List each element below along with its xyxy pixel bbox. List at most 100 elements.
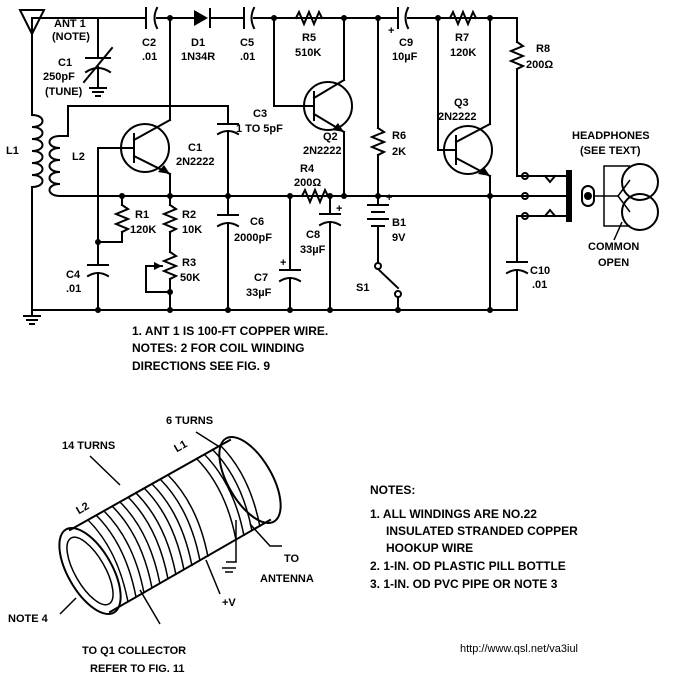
notes-item-1b: INSULATED STRANDED COPPER <box>386 524 578 538</box>
r3-value: 50K <box>180 272 200 284</box>
q1-label: C1 <box>188 142 202 154</box>
c2-capacitor <box>145 6 159 30</box>
to-antenna-label-2: ANTENNA <box>260 573 314 585</box>
q2-label: Q2 <box>323 131 338 143</box>
c7-capacitor: + <box>278 195 302 311</box>
c6-label: C6 <box>250 216 264 228</box>
q3-value: 2N2222 <box>438 111 477 123</box>
junction-dot <box>435 15 441 21</box>
junction-dot <box>487 307 493 313</box>
ant1-note: (NOTE) <box>52 31 90 43</box>
c10-label: C10 <box>530 265 550 277</box>
c9-value: 10µF <box>392 51 418 63</box>
l2-turns-label: 14 TURNS <box>62 440 115 452</box>
c4-value: .01 <box>66 283 81 295</box>
c1-value: 250pF <box>43 71 75 83</box>
r5-resistor <box>294 9 324 27</box>
jack-common-label: COMMON <box>588 241 639 253</box>
junction-dot <box>95 307 101 313</box>
b1-label: B1 <box>392 217 406 229</box>
plus-v-label: +V <box>222 597 236 609</box>
schematic-note-2: NOTES: 2 FOR COIL WINDING <box>132 341 304 355</box>
r4-value: 200Ω <box>294 177 321 189</box>
c5-capacitor <box>243 6 256 30</box>
notes-title: NOTES: <box>370 483 415 497</box>
c3-value: 1 TO 5pF <box>236 123 283 135</box>
c7-label: C7 <box>254 272 268 284</box>
r8-resistor <box>508 17 567 177</box>
r7-value: 120K <box>450 47 476 59</box>
c2-label: C2 <box>142 37 156 49</box>
c2-value: .01 <box>142 51 157 63</box>
svg-text:+: + <box>280 257 286 269</box>
r1-resistor <box>97 195 131 243</box>
r4-label: R4 <box>300 163 315 175</box>
d1-diode <box>194 8 211 28</box>
d1-label: D1 <box>191 37 205 49</box>
svg-text:+: + <box>336 203 342 215</box>
s1-label: S1 <box>356 282 369 294</box>
notes-item-1c: HOOKUP WIRE <box>386 541 473 555</box>
c5-label: C5 <box>240 37 254 49</box>
q1-transistor <box>97 118 172 176</box>
b1-value: 9V <box>392 232 406 244</box>
r2-label: R2 <box>182 209 196 221</box>
junction-dot <box>119 193 125 199</box>
r6-label: R6 <box>392 130 406 142</box>
junction-dot <box>167 307 173 313</box>
c1-label: C1 <box>58 57 72 69</box>
notes-item-2: 2. 1-IN. OD PLASTIC PILL BOTTLE <box>370 559 566 573</box>
refer-label: REFER TO FIG. 11 <box>90 663 185 675</box>
note4-label: NOTE 4 <box>8 613 49 625</box>
c10-capacitor <box>505 215 567 311</box>
junction-dot <box>487 15 493 21</box>
c8-value: 33µF <box>300 244 326 256</box>
junction-dot <box>487 193 493 199</box>
junction-dot <box>375 15 381 21</box>
antenna-symbol <box>18 9 46 116</box>
c3-capacitor <box>216 105 240 216</box>
r2-value: 10K <box>182 224 202 236</box>
coil-l1-label: L1 <box>172 438 189 455</box>
schematic-note-1: 1. ANT 1 IS 100-FT COPPER WIRE. <box>132 324 328 338</box>
coil-form-drawing <box>58 431 282 625</box>
junction-dot <box>395 307 401 313</box>
junction-dot <box>327 307 333 313</box>
headphones-label: HEADPHONES <box>572 130 650 142</box>
q2-value: 2N2222 <box>303 145 342 157</box>
source-url: http://www.qsl.net/va3iul <box>460 643 578 655</box>
junction-dot <box>95 239 101 245</box>
c1-variable-capacitor <box>82 17 114 97</box>
c6-value: 2000pF <box>234 232 272 244</box>
r3-potentiometer <box>145 250 179 311</box>
svg-text:+: + <box>388 25 394 37</box>
junction-dot <box>167 15 173 21</box>
r7-label: R7 <box>455 32 469 44</box>
junction-dot <box>271 15 277 21</box>
r6-resistor <box>369 17 387 197</box>
junction-dot <box>341 193 347 199</box>
l2-label: L2 <box>72 151 85 163</box>
ground-rail <box>23 309 518 325</box>
svg-text:+: + <box>386 192 392 204</box>
c9-capacitor: + <box>388 6 410 37</box>
b1-battery: + <box>367 192 392 263</box>
c5-value: .01 <box>240 51 255 63</box>
junction-dot <box>341 15 347 21</box>
c7-value: 33µF <box>246 287 272 299</box>
q3-label: Q3 <box>454 97 469 109</box>
headphones-icon <box>581 163 659 231</box>
r1-label: R1 <box>135 209 149 221</box>
notes-item-1: 1. ALL WINDINGS ARE NO.22 <box>370 507 537 521</box>
coil-l2-label: L2 <box>74 500 91 517</box>
c8-capacitor: + <box>318 195 342 311</box>
c8-label: C8 <box>306 229 320 241</box>
r3-label: R3 <box>182 257 196 269</box>
q1-value: 2N2222 <box>176 156 215 168</box>
schematic-note-3: DIRECTIONS SEE FIG. 9 <box>132 359 270 373</box>
junction-dot <box>225 307 231 313</box>
headphones-note: (SEE TEXT) <box>580 145 641 157</box>
c4-capacitor <box>86 264 110 311</box>
r5-value: 510K <box>295 47 321 59</box>
r5-label: R5 <box>302 32 316 44</box>
